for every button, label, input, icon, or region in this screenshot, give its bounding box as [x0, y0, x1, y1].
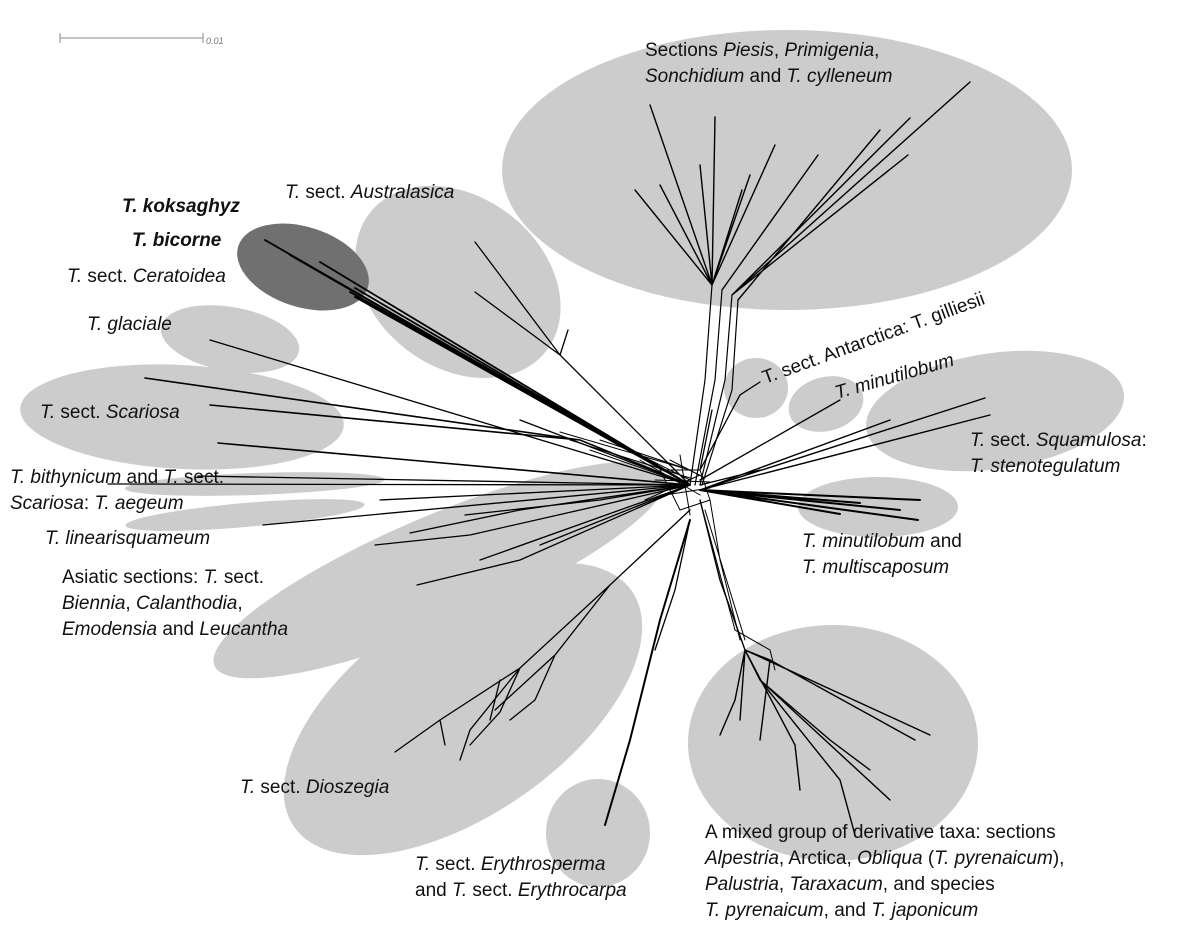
branch-squamulosa: [699, 397, 991, 491]
cluster-top: [502, 30, 1072, 310]
label-bicorne: T. bicorne: [132, 230, 222, 251]
label-squamulosa: T. sect. Squamulosa: T. stenotegulatum: [970, 430, 1147, 477]
cluster-erythrosperma: [546, 779, 650, 887]
branch-erythrosperma: [604, 519, 691, 826]
cluster-linearisquameum: [125, 499, 365, 531]
branch-dioszegia: [394, 509, 691, 761]
label-bithynicum: T. bithynicum and T. sect. Scariosa: T. …: [10, 467, 225, 514]
label-australasica: T. sect. Australasica: [285, 182, 455, 203]
branch-top-trunk: [689, 284, 739, 486]
label-top-sections: Sections Piesis, Primigenia, Sonchidium …: [645, 40, 893, 87]
branch-top: [634, 81, 971, 301]
cluster-antarctica: [724, 358, 788, 418]
branch-mixed: [699, 499, 931, 836]
label-linearisquameum: T. linearisquameum: [45, 528, 211, 549]
label-scariosa: T. sect. Scariosa: [40, 402, 180, 423]
cluster-dioszegia: [283, 562, 643, 856]
branch-mixed-detail: [699, 499, 776, 671]
label-asiatic: Asiatic sections: T. sect. Biennia, Cala…: [62, 567, 289, 640]
branch-asiatic: [374, 484, 691, 586]
branch-scariosa-detail: [559, 431, 691, 486]
label-erythrosperma: T. sect. Erythrosperma and T. sect. Eryt…: [415, 854, 627, 901]
label-ceratoidea: T. sect. Ceratoidea: [67, 266, 226, 287]
branch-antarctica: [699, 381, 761, 471]
scale-bar: [59, 33, 204, 43]
branch-erythrosperma-b: [654, 519, 691, 651]
cluster-scariosa: [20, 364, 344, 470]
branch-scariosa: [144, 377, 691, 486]
cluster-squamulosa: [866, 350, 1124, 472]
cluster-australasica: [355, 185, 561, 379]
label-minutilobum-multiscaposum: T. minutilobum and T. multiscaposum: [802, 531, 962, 578]
central-mesh: [639, 454, 711, 516]
branch-ceratoidea: [264, 239, 691, 486]
label-koksaghyz: T. koksaghyz: [122, 196, 240, 217]
network-lines: [107, 81, 991, 836]
branch-minutilobum: [699, 399, 841, 481]
label-dioszegia: T. sect. Dioszegia: [240, 777, 390, 798]
branch-multiscaposum: [699, 489, 921, 521]
cluster-ceratoidea: [237, 223, 369, 311]
label-glaciale: T. glaciale: [87, 314, 172, 335]
branch-australasica: [474, 241, 691, 486]
label-mixed-group: A mixed group of derivative taxa: sectio…: [705, 822, 1065, 921]
scale-bar-label: 0.01: [206, 36, 224, 46]
branch-bithynicum: [107, 475, 691, 526]
